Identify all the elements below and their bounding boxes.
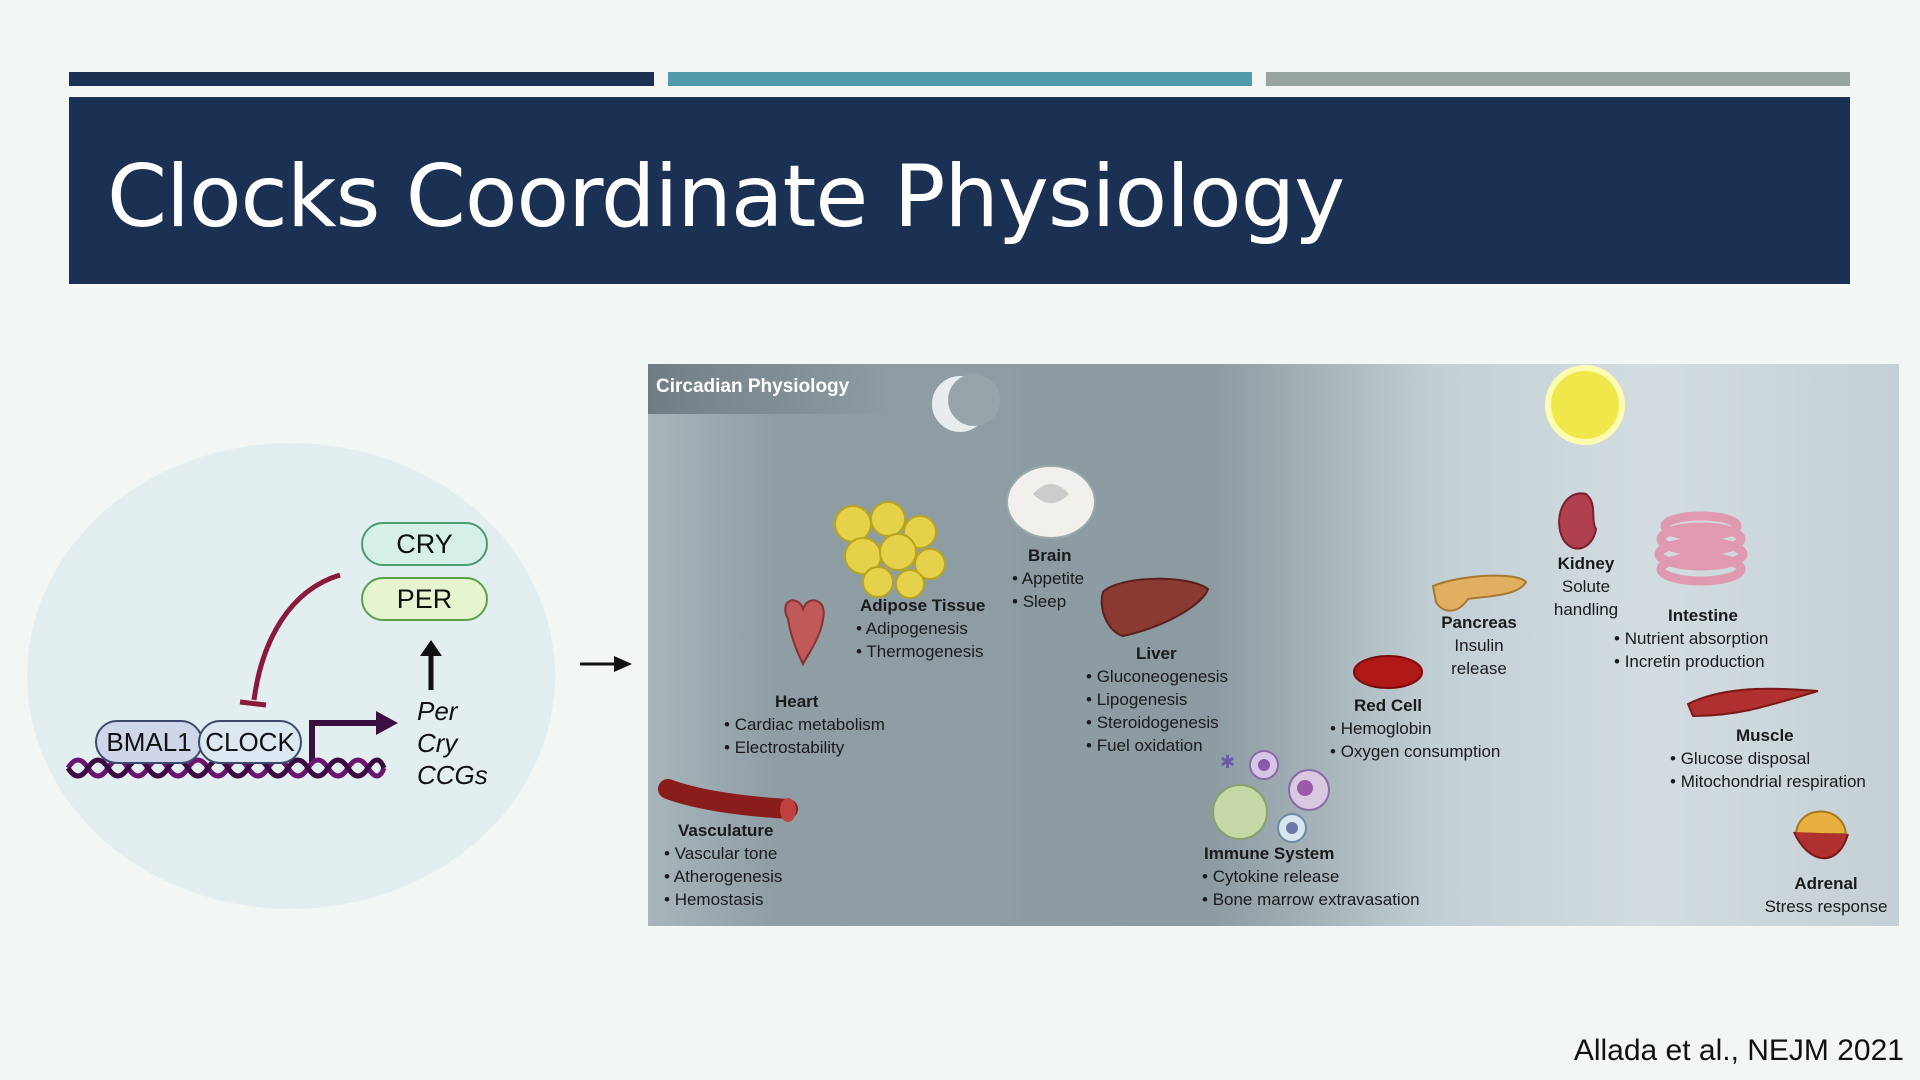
function-item: Incretin production xyxy=(1614,650,1768,673)
kidney-label: Kidney Solute handling xyxy=(1541,552,1631,621)
muscle-icon xyxy=(1686,687,1819,718)
pancreas-label: Pancreas Insulin release xyxy=(1434,611,1524,680)
organ-name: Pancreas xyxy=(1441,613,1517,632)
function-item: Hemostasis xyxy=(664,888,782,911)
promoter-arrow-head xyxy=(376,711,398,735)
immune-cells-icon: ✱ xyxy=(1212,750,1330,843)
clock-protein: CLOCK xyxy=(198,720,302,764)
moon-icon xyxy=(932,374,1000,432)
inhibition-arc xyxy=(251,572,341,701)
function-item: Adipogenesis xyxy=(856,617,985,640)
function-item: Vascular tone xyxy=(664,842,782,865)
heart-label: Heart Cardiac metabolism Electrostabilit… xyxy=(724,690,885,759)
immune-system-label: Immune System Cytokine release Bone marr… xyxy=(1202,842,1420,911)
organ-name: Immune System xyxy=(1204,844,1335,863)
intestine-label: Intestine Nutrient absorption Incretin p… xyxy=(1614,604,1769,673)
organ-name: Heart xyxy=(775,692,819,711)
adrenal-icon xyxy=(1793,810,1849,860)
inhibition-bar xyxy=(239,699,267,708)
function-line: handling xyxy=(1553,600,1619,619)
circadian-physiology-figure: Circadian Physiology xyxy=(648,364,1899,926)
muscle-label: Muscle Glucose disposal Mitochondrial re… xyxy=(1670,724,1866,793)
bmal1-protein: BMAL1 xyxy=(95,720,203,764)
up-arrow-head xyxy=(420,640,442,656)
svg-text:✱: ✱ xyxy=(1220,752,1235,772)
per-protein: PER xyxy=(361,577,488,621)
title-banner: Clocks Coordinate Physiology xyxy=(69,97,1850,284)
function-item: Sleep xyxy=(1012,590,1084,613)
function-item: Oxygen consumption xyxy=(1330,740,1501,763)
organ-name: Kidney xyxy=(1557,554,1615,573)
function-line: Insulin xyxy=(1454,636,1504,655)
citation: Allada et al., NEJM 2021 xyxy=(1573,1034,1904,1067)
function-item: Cytokine release xyxy=(1202,865,1420,888)
clock-mechanism-background xyxy=(27,443,555,909)
function-line: Stress response xyxy=(1764,897,1888,916)
panel-header: Circadian Physiology xyxy=(648,364,898,414)
adipose-tissue-label: Adipose Tissue Adipogenesis Thermogenesi… xyxy=(856,594,985,663)
function-item: Bone marrow extravasation xyxy=(1202,888,1420,911)
function-item: Steroidogenesis xyxy=(1086,711,1228,734)
function-line: Solute xyxy=(1561,577,1611,596)
vasculature-label: Vasculature Vascular tone Atherogenesis … xyxy=(664,819,783,911)
organ-name: Liver xyxy=(1136,644,1177,663)
kidney-icon xyxy=(1558,492,1598,550)
function-item: Fuel oxidation xyxy=(1086,734,1228,757)
header-bar-teal xyxy=(668,72,1252,86)
organ-name: Adrenal xyxy=(1794,874,1858,893)
organ-name: Intestine xyxy=(1668,606,1738,625)
connector-arrow-head xyxy=(614,656,632,672)
function-item: Lipogenesis xyxy=(1086,688,1228,711)
function-item: Thermogenesis xyxy=(856,640,985,663)
adrenal-label: Adrenal Stress response xyxy=(1761,872,1891,918)
heart-icon xyxy=(784,599,825,667)
function-item: Cardiac metabolism xyxy=(724,713,885,736)
organ-name: Adipose Tissue xyxy=(860,596,986,615)
liver-icon xyxy=(1100,577,1210,638)
intestine-icon xyxy=(1654,511,1748,586)
gene-ccgs: CCGs xyxy=(417,760,488,790)
liver-label: Liver Gluconeogenesis Lipogenesis Steroi… xyxy=(1086,642,1228,757)
adipose-tissue-icon xyxy=(834,501,946,599)
brain-icon xyxy=(1006,465,1096,539)
brain-label: Brain Appetite Sleep xyxy=(1012,544,1084,613)
organ-illustrations: ✱ xyxy=(658,365,1849,860)
slide-title: Clocks Coordinate Physiology xyxy=(107,147,1345,247)
function-item: Nutrient absorption xyxy=(1614,627,1769,650)
promoter-arrow-line xyxy=(309,720,378,763)
red-cell-icon xyxy=(1353,655,1423,689)
organ-name: Red Cell xyxy=(1354,696,1423,715)
header-bar-dark xyxy=(69,72,654,86)
sun-icon xyxy=(1545,365,1625,445)
target-genes: Per Cry CCGs xyxy=(417,695,488,791)
gene-cry: Cry xyxy=(417,728,458,758)
vasculature-icon xyxy=(658,779,798,822)
pancreas-icon xyxy=(1431,574,1528,612)
function-item: Electrostability xyxy=(724,736,885,759)
function-item: Appetite xyxy=(1012,567,1084,590)
gene-per: Per xyxy=(417,696,458,726)
function-item: Hemoglobin xyxy=(1330,717,1500,740)
organ-name: Vasculature xyxy=(678,821,774,840)
organ-name: Brain xyxy=(1028,546,1072,565)
organ-name: Muscle xyxy=(1736,726,1794,745)
function-line: release xyxy=(1451,659,1507,678)
function-item: Atherogenesis xyxy=(664,865,783,888)
function-item: Mitochondrial respiration xyxy=(1670,770,1866,793)
header-bar-gray xyxy=(1266,72,1850,86)
cry-protein: CRY xyxy=(361,522,488,566)
function-item: Glucose disposal xyxy=(1670,747,1866,770)
red-cell-label: Red Cell Hemoglobin Oxygen consumption xyxy=(1330,694,1501,763)
function-item: Gluconeogenesis xyxy=(1086,665,1228,688)
